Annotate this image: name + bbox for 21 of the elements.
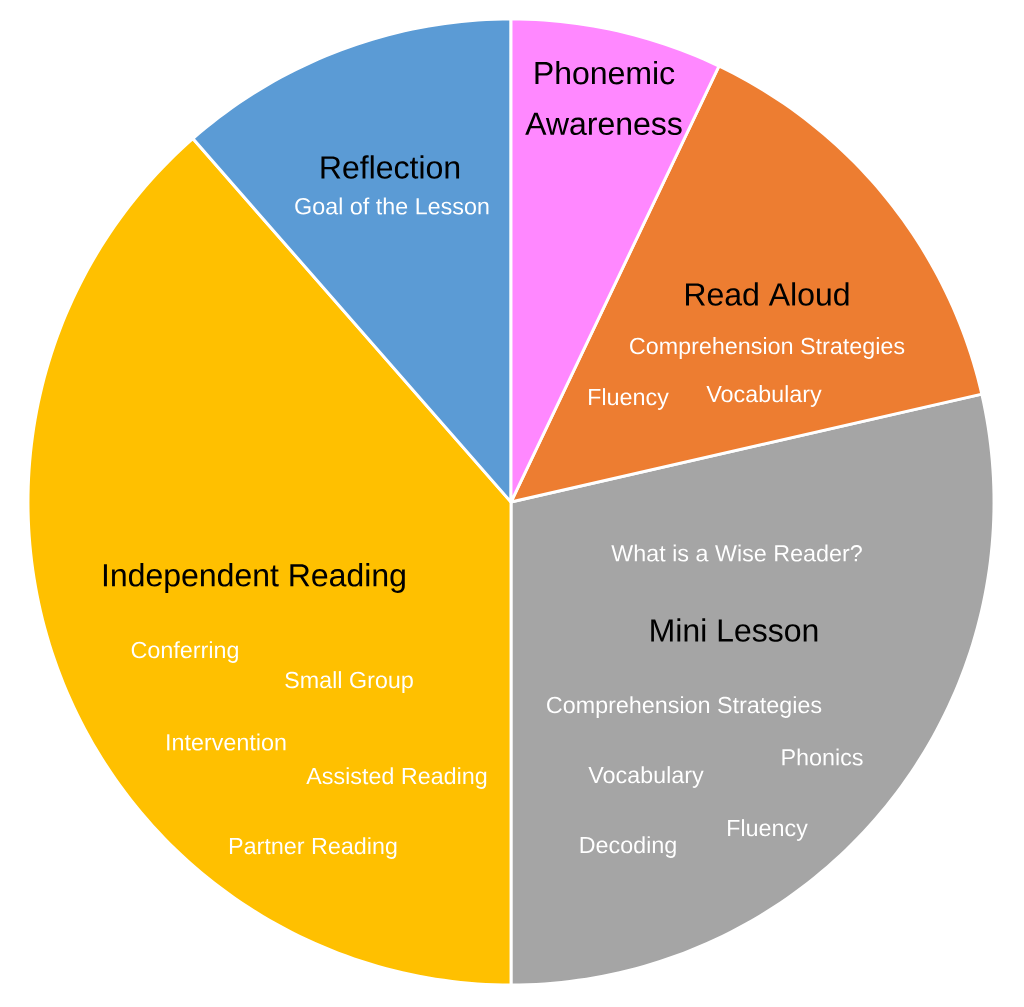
slice-item: Intervention — [167, 733, 286, 751]
pie-slice — [191, 17, 513, 504]
slice-item: Partner Reading — [229, 837, 397, 859]
slice-heading: Phonemic Awareness — [525, 60, 682, 136]
slice-item: Decoding — [580, 836, 676, 858]
slice-heading: Mini Lesson — [651, 618, 818, 642]
slice-item: Fluency — [589, 388, 669, 410]
slice-item: Small Group — [285, 671, 413, 693]
slice-item: Phonics — [782, 748, 863, 766]
slice-item: Comprehension Strategies — [630, 337, 905, 359]
slice-item: Goal of the Lesson — [295, 197, 489, 215]
slice-item: Vocabulary — [588, 766, 704, 788]
slice-item: What is a Wise Reader? — [611, 544, 862, 562]
slice-item: Fluency — [728, 819, 808, 841]
slice-item: Conferring — [131, 641, 238, 663]
slice-item: Vocabulary — [706, 385, 822, 407]
slice-heading: Read Aloud — [686, 282, 849, 306]
slice-item: Comprehension Strategies — [547, 696, 822, 718]
slice-heading: Independent Reading — [103, 563, 405, 593]
slice-heading: Reflection — [321, 155, 460, 179]
slice-item: Assisted Reading — [306, 767, 487, 789]
